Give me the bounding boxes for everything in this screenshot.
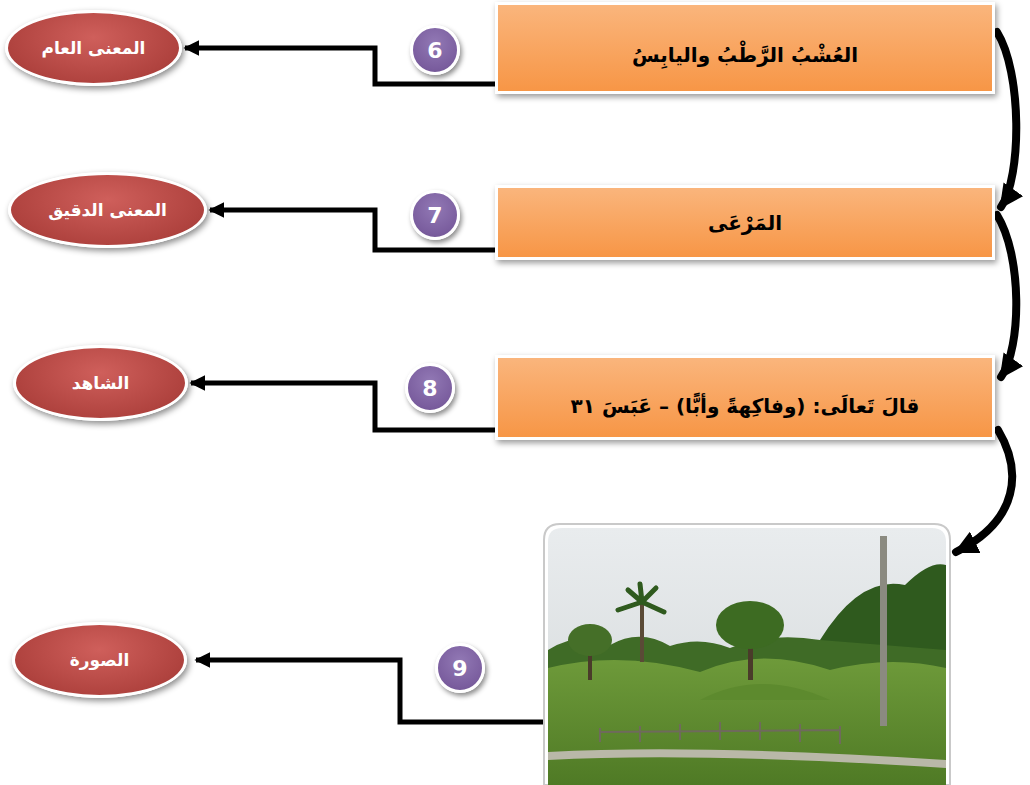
photo-tree-crown (568, 624, 612, 656)
photo-frame (544, 524, 950, 785)
number-text: 9 (452, 656, 467, 681)
photo-tree-crown (716, 601, 784, 649)
category-ellipse: الصورة (12, 622, 187, 698)
landscape-photo (548, 528, 946, 785)
callout-number: 9 (435, 643, 485, 693)
label-text: العُشْبُ الرَّطْبُ واليابِسُ (632, 43, 858, 67)
flow-arrow (956, 430, 1012, 552)
photo-sky (548, 528, 946, 785)
term-box: المَرْعَى (495, 185, 995, 260)
flow-arrow (997, 32, 1016, 207)
category-ellipse: المعنى العام (5, 10, 182, 86)
label-text: الشاهد (72, 373, 130, 393)
callout-number: 8 (405, 363, 455, 413)
callout-number: 6 (410, 25, 460, 75)
photo-pole (880, 536, 887, 726)
label-text: قالَ تَعالَى: (وفاكِهةً وأبًّا) – عَبَسَ… (571, 394, 920, 418)
photo-mound (700, 684, 830, 700)
label-text: الصورة (70, 650, 129, 670)
photo-palm-crown (618, 584, 664, 612)
number-text: 8 (422, 376, 437, 401)
label-text: المَرْعَى (708, 211, 782, 235)
term-box: قالَ تَعالَى: (وفاكِهةً وأبًّا) – عَبَسَ… (495, 355, 995, 440)
callout-number: 7 (410, 190, 460, 240)
number-text: 7 (427, 203, 442, 228)
photo-path (548, 749, 946, 768)
flow-arrow (997, 215, 1016, 377)
label-text: المعنى الدقيق (48, 200, 167, 220)
photo-fence (600, 722, 840, 744)
photo-palm-trunk (640, 600, 644, 662)
leader-line (196, 660, 546, 722)
category-ellipse: الشاهد (13, 345, 188, 421)
label-text: المعنى العام (42, 38, 146, 58)
category-ellipse: المعنى الدقيق (8, 172, 207, 248)
term-box: العُشْبُ الرَّطْبُ واليابِسُ (495, 2, 995, 94)
number-text: 6 (427, 38, 442, 63)
